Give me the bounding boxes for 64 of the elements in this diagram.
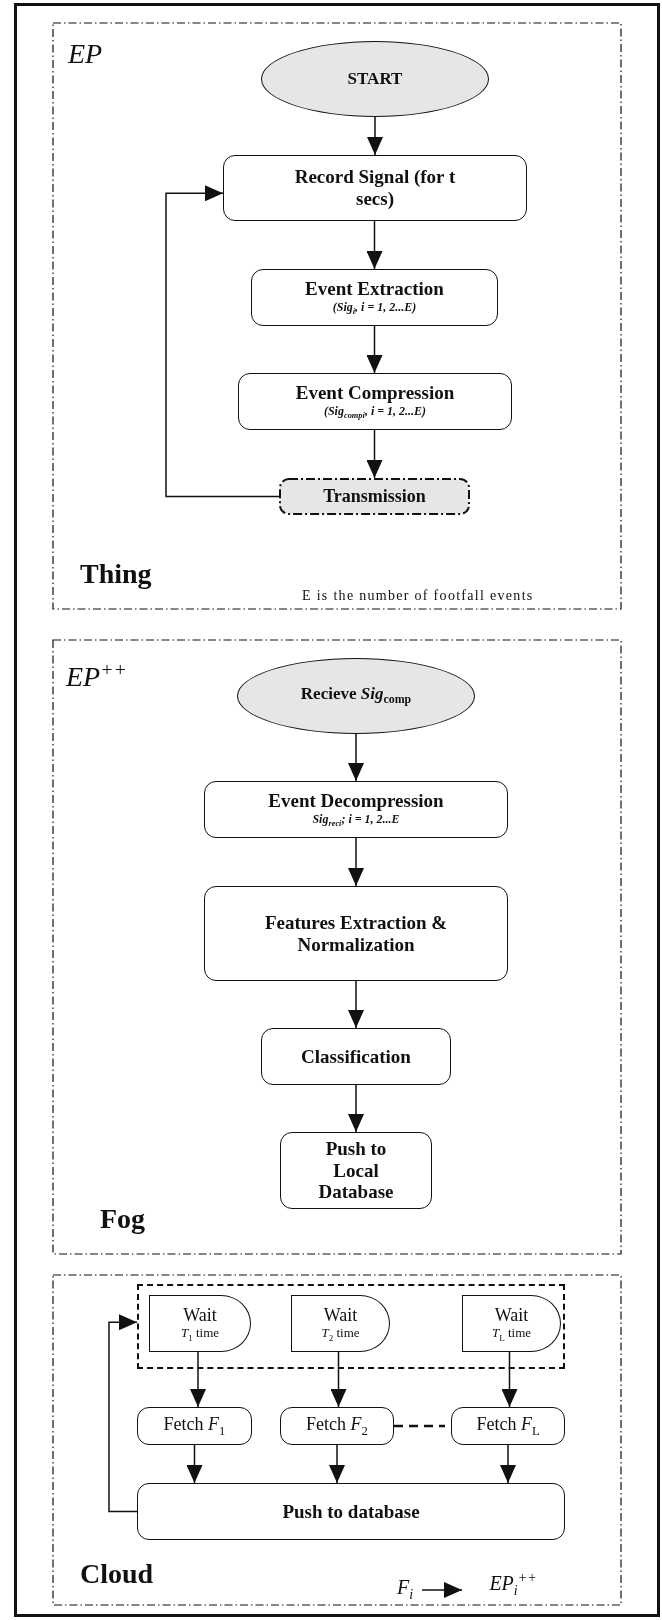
node-label: Push to database xyxy=(282,1500,420,1523)
node-label: Event Compression xyxy=(295,382,455,405)
section-panel xyxy=(52,639,622,1255)
arrow xyxy=(165,185,280,498)
transmission-box xyxy=(279,478,470,515)
node-label: Classification xyxy=(301,1045,411,1068)
section-panel xyxy=(52,1274,622,1606)
node-label: Event Extraction xyxy=(305,278,444,301)
node-label: Fetch F$_{L}$ xyxy=(476,1413,540,1439)
process-box xyxy=(251,269,498,326)
node-label: Features Extraction & Normalization xyxy=(263,911,449,956)
connector-line xyxy=(394,1424,445,1428)
delay-shape xyxy=(291,1295,390,1352)
process-box xyxy=(223,155,527,221)
process-box xyxy=(238,373,512,430)
arrow xyxy=(329,1444,345,1484)
node-label: Recieve Sig$_{comp}$ xyxy=(300,684,412,708)
arrow xyxy=(348,1084,364,1133)
process-box xyxy=(137,1483,565,1540)
arrow xyxy=(186,1444,203,1484)
section-heading: EP$^{++}$ xyxy=(66,659,127,694)
delay-shape xyxy=(149,1295,251,1352)
section-panel xyxy=(52,22,622,610)
node-sublabel: T$_{2}$ time xyxy=(321,1325,360,1343)
node-label: START xyxy=(347,69,403,89)
node-sublabel: T$_{L}$ time xyxy=(491,1325,532,1343)
dashed-group-box xyxy=(137,1284,565,1369)
section-title: Fog xyxy=(100,1203,146,1235)
math-label: F$_{i}$ xyxy=(388,1576,422,1604)
delay-shape xyxy=(462,1295,561,1352)
section-title: Cloud xyxy=(80,1558,154,1590)
node-label: Wait xyxy=(183,1304,217,1326)
section-heading: EP xyxy=(68,38,103,70)
footnote: E is the number of footfall events xyxy=(302,588,534,604)
node-label: Wait xyxy=(494,1304,529,1326)
node-sublabel: (Sig$_{comp}$$_{i}$, i = 1, 2...E) xyxy=(323,404,427,421)
node-sublabel: Sig$_{rec}$$_{i}$; i = 1, 2...E xyxy=(312,812,400,829)
arrow xyxy=(108,1314,138,1513)
arrow xyxy=(500,1444,516,1484)
node-label: Record Signal (for t secs) xyxy=(293,166,457,210)
node-sublabel: (Sig$_{i}$, i = 1, 2...E) xyxy=(332,300,417,317)
process-box xyxy=(280,1132,432,1209)
process-box xyxy=(280,1407,394,1445)
node-label: Wait xyxy=(323,1304,358,1326)
arrow xyxy=(421,1582,463,1598)
arrow xyxy=(366,220,383,270)
node-label: Push to Local Database xyxy=(317,1137,395,1204)
arrow xyxy=(366,429,383,479)
arrow xyxy=(367,116,383,156)
arrow xyxy=(366,325,383,374)
node-sublabel: T$_{1}$ time xyxy=(180,1325,220,1343)
node-label: Fetch F$_{2}$ xyxy=(306,1413,368,1439)
arrow xyxy=(348,733,364,782)
arrow xyxy=(348,837,364,887)
node-label: Transmission xyxy=(323,486,426,507)
process-box xyxy=(261,1028,451,1085)
arrow xyxy=(348,980,364,1029)
process-box xyxy=(204,781,508,838)
node-label: Fetch F$_{1}$ xyxy=(163,1413,226,1439)
process-box xyxy=(451,1407,565,1445)
node-label: Event Decompression xyxy=(268,790,444,813)
section-title: Thing xyxy=(80,558,152,590)
process-box xyxy=(137,1407,252,1445)
process-box xyxy=(204,886,508,981)
